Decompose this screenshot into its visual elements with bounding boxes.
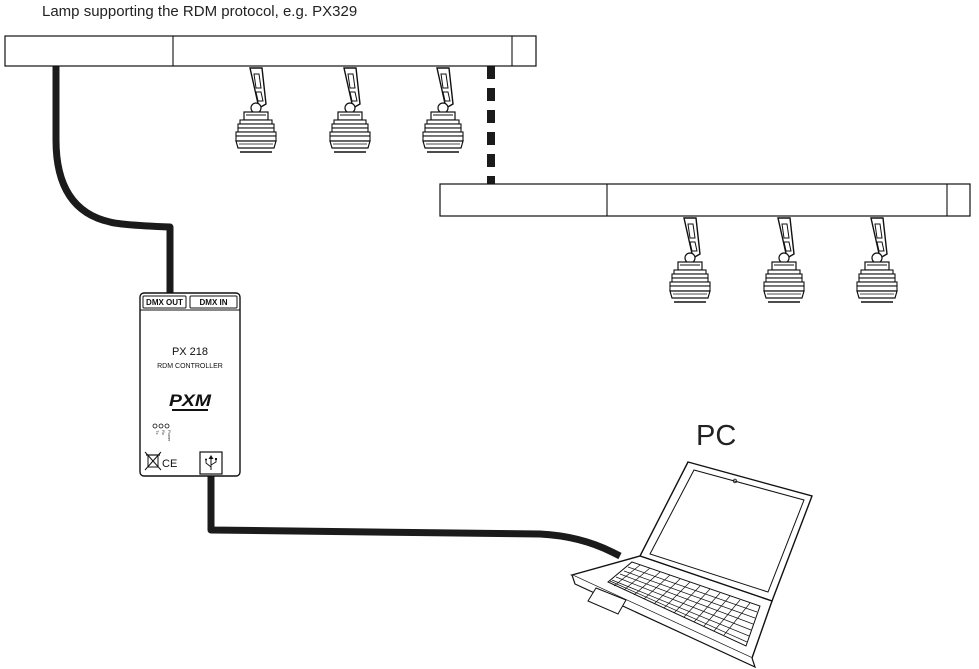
led-label-tx: Tx (155, 430, 160, 434)
led-label-rx: Rx (161, 430, 166, 435)
lamp-head (669, 217, 711, 303)
usb-icon (199, 451, 223, 475)
usb-cable-to-pc (207, 476, 622, 560)
upper-lamp-bar (4, 35, 537, 153)
pxm-logo: PXM (169, 391, 212, 410)
lamp-head (763, 217, 805, 303)
controller-subtitle: RDM CONTROLLER (157, 363, 223, 370)
controller-model: PX 218 (172, 346, 208, 358)
diagram-caption: Lamp supporting the RDM protocol, e.g. P… (42, 3, 357, 20)
dmx-cable-to-upper-bar (52, 66, 174, 293)
rdm-controller-box: DMX OUT DMX IN PX 218 RDM CONTROLLER PXM… (139, 292, 241, 477)
dmx-in-port-label: DMX IN (200, 298, 228, 307)
lamp-head (329, 67, 371, 153)
laptop-icon (569, 461, 813, 669)
lamp-head (856, 217, 898, 303)
dmx-out-port-label: DMX OUT (146, 298, 183, 307)
led-label-power: Power (167, 430, 172, 442)
lamp-head (235, 67, 277, 153)
lamp-head (422, 67, 464, 153)
ce-mark: CE (162, 458, 177, 470)
pc-label: PC (696, 420, 736, 452)
weee-bin-icon (144, 451, 162, 471)
status-leds: Tx Rx Power (152, 423, 172, 442)
lower-lamp-bar (439, 183, 971, 303)
